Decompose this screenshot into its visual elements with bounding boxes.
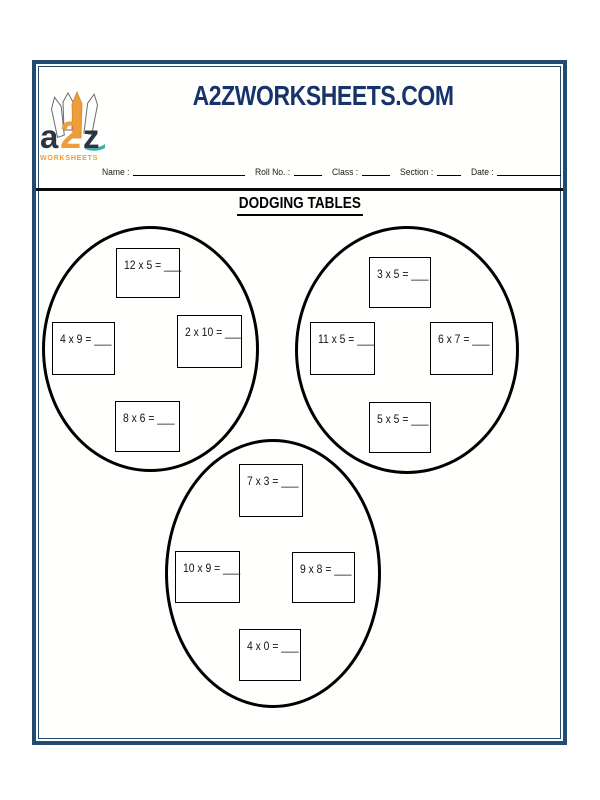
problem-box: 5 x 5 = ___	[369, 402, 431, 453]
problem-circle-3	[165, 439, 381, 708]
problem-box: 12 x 5 = ___	[116, 248, 182, 298]
problem-text: 3 x 5 = ___	[377, 269, 429, 281]
problem-box: 10 x 9 = ___	[175, 551, 240, 603]
problem-box: 11 x 5 = ___	[310, 322, 375, 375]
date-field-label: Date :	[470, 167, 494, 177]
problem-box: 6 x 7 = ___	[430, 322, 493, 375]
problem-text: 12 x 5 = ___	[124, 260, 182, 272]
problem-circle-1	[42, 226, 259, 472]
problem-text: 4 x 0 = ___	[247, 641, 299, 653]
logo-letter-2: 2	[60, 115, 81, 157]
section-field-blank	[436, 167, 461, 176]
problem-text: 7 x 3 = ___	[247, 476, 299, 488]
header-separator-line	[36, 188, 563, 191]
problem-text: 6 x 7 = ___	[438, 334, 490, 346]
rollno-field-label: Roll No. :	[255, 167, 291, 177]
class-field-label: Class :	[332, 167, 359, 177]
logo-word: WORKSHEETS	[40, 155, 98, 162]
class-field-blank	[361, 167, 390, 176]
logo-letter-a: a	[40, 118, 59, 155]
problem-circle-2	[295, 226, 519, 474]
problem-box: 3 x 5 = ___	[369, 257, 431, 308]
problem-box: 2 x 10 = ___	[177, 315, 242, 368]
section-field-label: Section :	[399, 167, 433, 177]
name-field-blank	[133, 167, 246, 176]
site-title-text: A2ZWORKSHEETS.COM	[193, 80, 454, 111]
problem-text: 9 x 8 = ___	[300, 564, 352, 576]
date-field-blank	[496, 167, 561, 176]
student-info-row: Name : Roll No. : Class : Section : Date…	[102, 167, 564, 177]
problem-text: 11 x 5 = ___	[318, 334, 375, 346]
a2z-logo-icon: a 2 z WORKSHEETS	[40, 90, 105, 162]
problem-text: 5 x 5 = ___	[377, 414, 429, 426]
worksheet-title-text: DODGING TABLES	[237, 195, 363, 216]
problem-box: 7 x 3 = ___	[239, 464, 303, 517]
page-border-inner-line	[38, 66, 561, 739]
worksheet-title: DODGING TABLES	[33, 195, 567, 216]
problem-box: 4 x 0 = ___	[239, 629, 301, 681]
logo-letter-z: z	[83, 118, 100, 155]
problem-text: 2 x 10 = ___	[185, 327, 243, 339]
problem-box: 4 x 9 = ___	[52, 322, 115, 375]
rollno-field-blank	[294, 167, 323, 176]
site-title: A2ZWORKSHEETS.COM	[80, 80, 567, 112]
problem-text: 4 x 9 = ___	[60, 334, 112, 346]
problem-box: 9 x 8 = ___	[292, 552, 355, 603]
problem-text: 8 x 6 = ___	[123, 413, 175, 425]
a2z-logo: a 2 z WORKSHEETS	[39, 90, 111, 171]
name-field-label: Name :	[102, 167, 130, 177]
problem-box: 8 x 6 = ___	[115, 401, 180, 452]
problem-text: 10 x 9 = ___	[183, 563, 241, 575]
